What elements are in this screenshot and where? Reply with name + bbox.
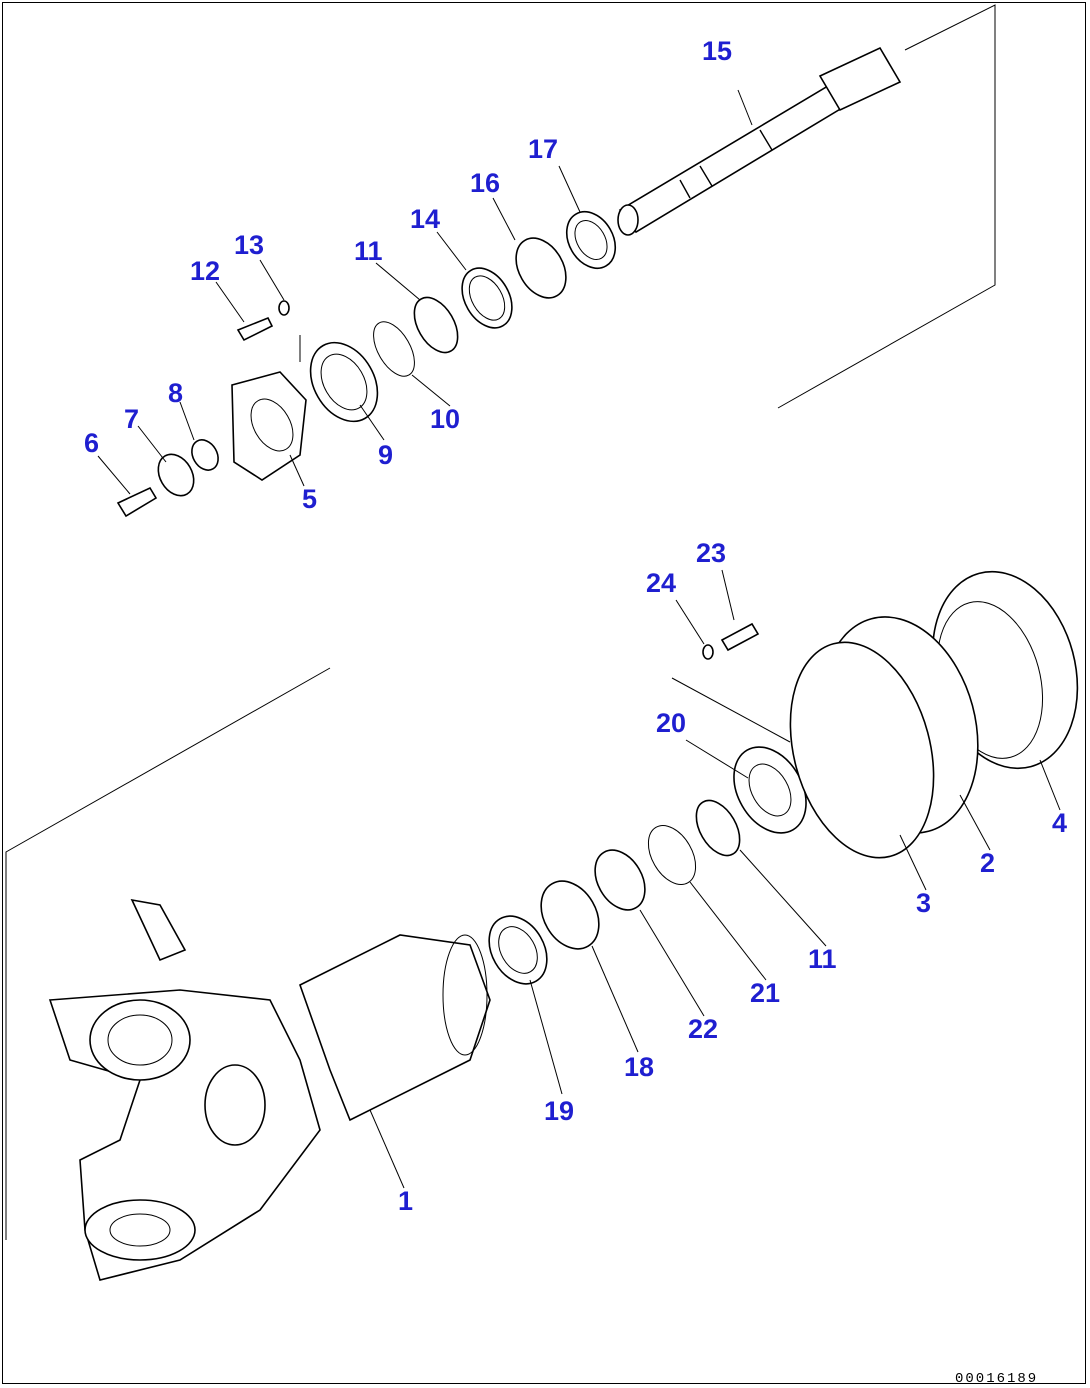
callout-22: 22 — [688, 1014, 718, 1044]
callout-16: 16 — [470, 168, 500, 198]
callout-4: 4 — [1052, 808, 1067, 838]
callout-15: 15 — [702, 36, 732, 66]
callout-21: 21 — [750, 978, 780, 1008]
bolt-washer-oring — [116, 439, 219, 518]
callout-20: 20 — [656, 708, 686, 738]
callout-18: 18 — [624, 1052, 654, 1082]
callout-10: 10 — [430, 404, 460, 434]
small-bolt — [236, 300, 290, 342]
hub-and-ring-gear — [789, 570, 1079, 859]
callout-2: 2 — [980, 848, 995, 878]
callout-5: 5 — [302, 484, 317, 514]
callout-14: 14 — [410, 204, 440, 234]
callout-23: 23 — [696, 538, 726, 568]
leader-lines — [97, 89, 1061, 1189]
drawing-code: 00016189 — [955, 1371, 1038, 1387]
upper-group-boundary — [777, 4, 996, 409]
axle-housing — [48, 898, 491, 1281]
callout-11-second: 11 — [808, 944, 837, 974]
axle-shaft — [617, 46, 902, 236]
callout-3: 3 — [916, 888, 931, 918]
callout-1: 1 — [398, 1186, 413, 1216]
callout-19: 19 — [544, 1096, 574, 1126]
bolt-group-leader — [671, 677, 791, 743]
callout-9: 9 — [378, 440, 393, 470]
callout-8: 8 — [168, 378, 183, 408]
lower-group-boundary — [5, 667, 331, 1240]
callout-6: 6 — [84, 428, 99, 458]
callout-11: 11 — [354, 236, 383, 266]
callout-7: 7 — [124, 404, 139, 434]
flange-yoke — [231, 371, 307, 481]
callout-24: 24 — [646, 568, 676, 598]
lower-rings — [488, 746, 807, 985]
callout-13: 13 — [234, 230, 264, 260]
upper-rings — [309, 210, 617, 423]
hub-bolt — [702, 622, 760, 660]
callout-labels: 1234567891011121314151617181920212223241… — [84, 36, 1067, 1216]
callout-17: 17 — [528, 134, 558, 164]
callout-12: 12 — [190, 256, 220, 286]
